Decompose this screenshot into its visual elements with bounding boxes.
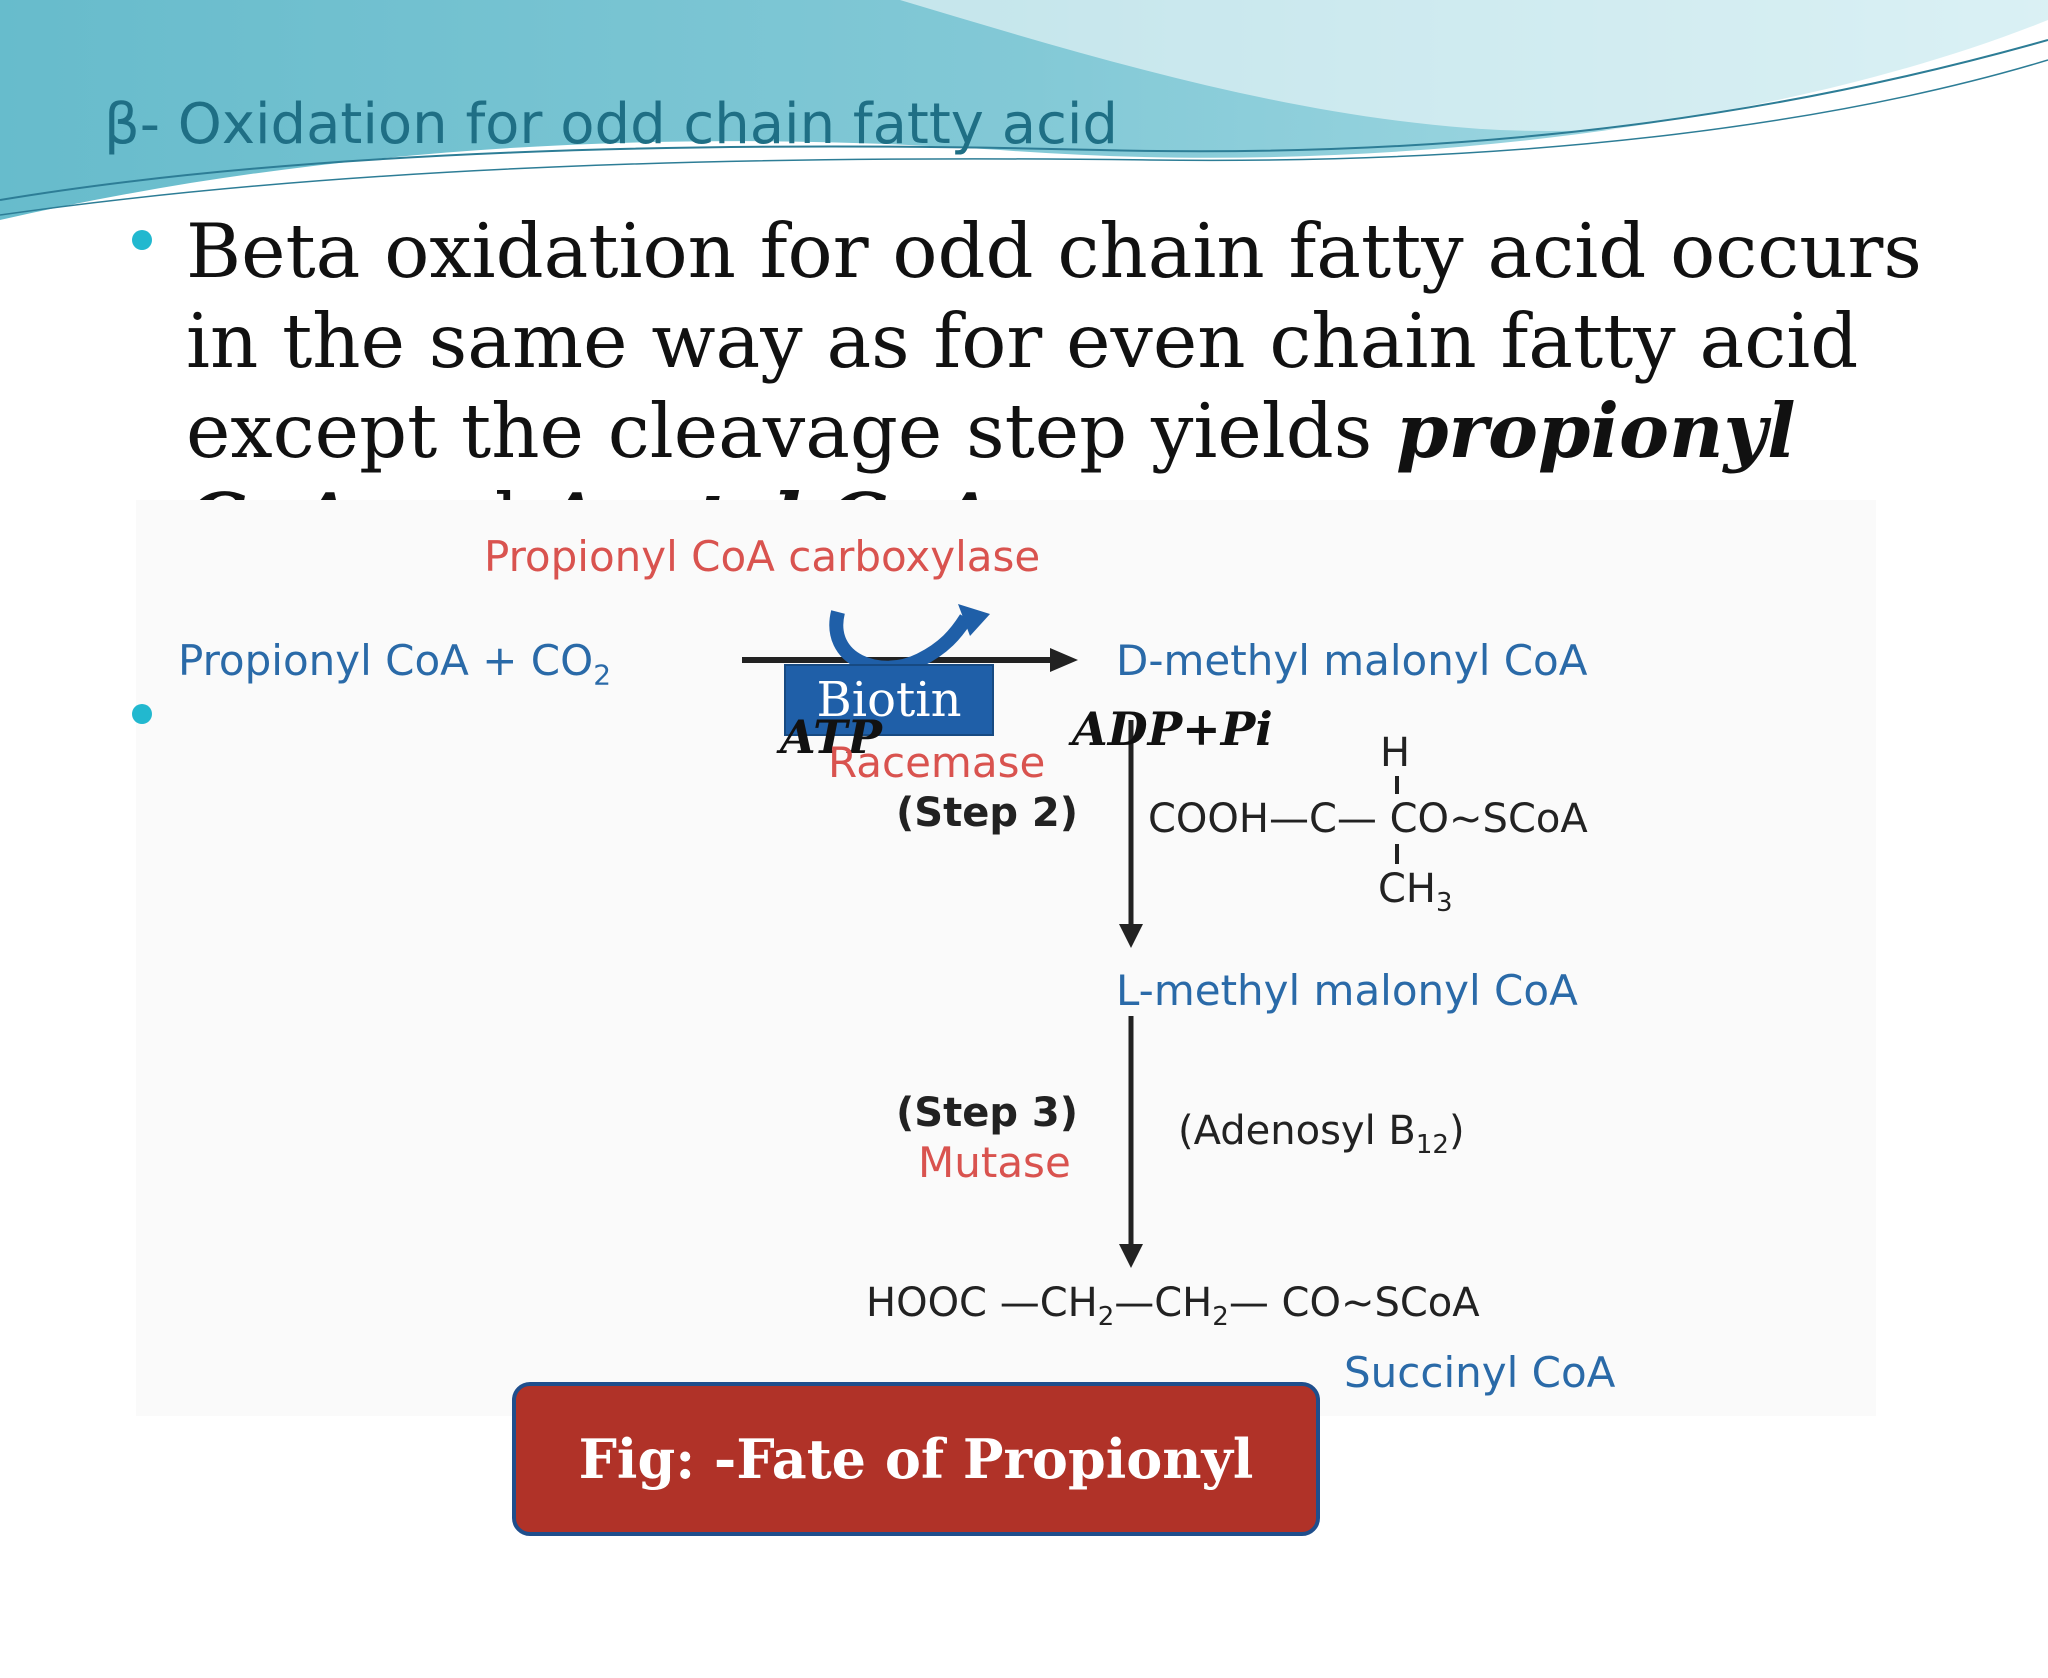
- struct2-part-b: —CH: [1114, 1280, 1213, 1326]
- struct2-part-c: — CO~SCoA: [1228, 1280, 1480, 1326]
- adp-pi-label: ADP+Pi: [1072, 702, 1273, 756]
- bullet-dot-empty: [132, 704, 152, 724]
- reaction-arrowhead-1: [1050, 648, 1078, 672]
- propionyl-coa-pathway-diagram: [136, 500, 1876, 1416]
- cofactor-close: ): [1448, 1108, 1465, 1154]
- struct2-sub-b: 2: [1212, 1302, 1229, 1332]
- curved-arrowhead-icon: [958, 604, 990, 636]
- cofactor-adenosyl-b12: (Adenosyl B12): [1178, 1108, 1465, 1160]
- atp-label: ATP: [780, 710, 882, 764]
- structure1-ch3: CH3: [1378, 866, 1453, 918]
- struct2-sub-a: 2: [1097, 1302, 1115, 1332]
- pathway-arrows: [742, 604, 1399, 1268]
- enzyme-mutase: Mutase: [918, 1138, 1071, 1187]
- bullet-dot: [132, 230, 152, 250]
- reaction-arrowhead-2: [1119, 924, 1143, 948]
- enzyme-carboxylase: Propionyl CoA carboxylase: [484, 532, 1041, 581]
- slide-title: β- Oxidation for odd chain fatty acid: [104, 92, 1118, 157]
- struct2-part-a: HOOC —CH: [866, 1280, 1098, 1326]
- cofactor-text: (Adenosyl B: [1178, 1108, 1416, 1154]
- biotin-box: Biotin: [784, 664, 994, 736]
- ch3-subscript: 3: [1436, 888, 1453, 918]
- bullet-text-part: Beta oxidation for odd chain fatty acid …: [186, 207, 1922, 475]
- substrate-text: Propionyl CoA + CO: [178, 636, 594, 685]
- reaction-arrowhead-3: [1119, 1244, 1143, 1268]
- metabolite-succinyl-coa: Succinyl CoA: [1344, 1348, 1616, 1397]
- cofactor-subscript: 12: [1415, 1130, 1449, 1160]
- figure-caption: Fig: -Fate of Propionyl CoA: [512, 1382, 1320, 1637]
- header-wave-decoration: [0, 0, 2048, 220]
- metabolite-propionyl-coa: Propionyl CoA + CO2: [178, 636, 611, 691]
- co2-subscript: 2: [593, 658, 612, 692]
- step-2-label: (Step 2): [896, 790, 1079, 836]
- curved-arrow-icon: [829, 610, 972, 675]
- structure1-h: H: [1380, 730, 1411, 776]
- metabolite-d-methyl-malonyl-coa: D-methyl malonyl CoA: [1116, 636, 1588, 685]
- step-3-label: (Step 3): [896, 1090, 1079, 1136]
- metabolite-l-methyl-malonyl-coa: L-methyl malonyl CoA: [1116, 966, 1578, 1015]
- enzyme-racemase: Racemase: [828, 738, 1046, 787]
- structure1-main: COOH—C— CO~SCoA: [1148, 796, 1588, 842]
- ch3-text: CH: [1378, 866, 1437, 912]
- structure2-succinyl: HOOC —CH2—CH2— CO~SCoA: [866, 1280, 1480, 1332]
